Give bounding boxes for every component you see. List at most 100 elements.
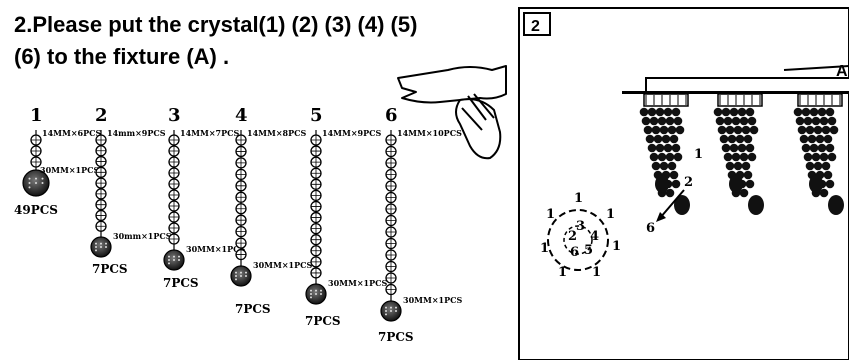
bead-facet <box>311 212 321 223</box>
drop-facet-dot <box>385 313 387 316</box>
bead-facet <box>311 146 321 157</box>
bead-facet <box>386 261 396 272</box>
hanging-bead <box>815 134 825 144</box>
hanging-bead <box>663 107 673 117</box>
hanging-bead <box>825 107 835 117</box>
hanging-bead <box>653 134 663 144</box>
hanging-bead <box>819 188 829 198</box>
drop-facet-dot <box>395 306 397 309</box>
hanging-bead <box>657 152 667 162</box>
drop-facet-dot <box>320 293 322 295</box>
hanging-bead <box>817 143 827 153</box>
hanging-bead <box>675 125 685 135</box>
drop-facet-dot <box>235 271 237 274</box>
step-badge <box>523 12 551 36</box>
bead-facet <box>311 201 321 212</box>
strand-number: 1 <box>30 105 43 126</box>
bead-facet <box>169 234 179 244</box>
hand-icon <box>397 65 507 160</box>
drop-facet-dot <box>390 306 392 309</box>
hanging-bead <box>657 116 667 126</box>
fixture-leader-line <box>783 65 849 71</box>
hanging-bead <box>663 143 673 153</box>
hanging-bead <box>821 161 831 171</box>
cluster-ring-mount <box>643 93 689 107</box>
hanging-bead <box>809 143 819 153</box>
hanging-bead <box>671 179 681 189</box>
hanging-bead <box>739 188 749 198</box>
strand-number: 3 <box>168 105 181 126</box>
bead-facet <box>96 178 106 189</box>
drop-facet-dot <box>28 186 31 189</box>
drop-facet-dot <box>240 275 242 277</box>
bead-facet <box>386 135 396 145</box>
drop-facet-dot <box>178 259 180 261</box>
hanging-bead <box>819 152 829 162</box>
hanging-bead <box>747 152 757 162</box>
hanging-bead <box>649 116 659 126</box>
bead-facet <box>236 192 246 203</box>
drop-facet-dot <box>235 275 237 277</box>
callout-arrow <box>659 189 685 219</box>
hanging-bead <box>735 134 745 144</box>
drop-facet-dot <box>385 306 387 309</box>
bead-facet <box>169 190 179 200</box>
strand-number: 2 <box>95 105 108 126</box>
bead-facet <box>236 249 246 260</box>
quantity-label: 7PCS <box>163 276 199 290</box>
bead-facet <box>386 227 396 237</box>
hanging-bead <box>731 152 741 162</box>
bead-facet <box>311 267 321 278</box>
spec-top-label: 14MM×7PCS <box>180 128 239 138</box>
bead-facet <box>96 167 106 178</box>
bead-facet <box>169 168 179 178</box>
spec-bottom-label: 30mm×1PCS <box>113 231 172 241</box>
quantity-label: 7PCS <box>378 330 414 344</box>
hanging-bead <box>793 107 803 117</box>
hanging-bead <box>825 179 835 189</box>
bead-facet <box>31 135 41 145</box>
hanging-bead <box>651 161 661 171</box>
bead-facet <box>386 284 396 295</box>
crystal-cluster-1 <box>639 93 690 215</box>
crystal-strand-3: 3 14MM×7PCS 30MM×1PCS 7PCS <box>163 105 245 290</box>
hanging-bead <box>827 152 837 162</box>
bead-facet <box>169 135 179 145</box>
hanging-bead <box>807 134 817 144</box>
bead-facet <box>311 135 321 145</box>
ring-outer-label: 1 <box>606 207 615 222</box>
drop-facet-dot <box>173 259 175 261</box>
callout-1: 1 <box>694 147 703 162</box>
hanging-bead <box>667 125 677 135</box>
hanging-bead <box>809 107 819 117</box>
hanging-bead <box>749 125 759 135</box>
ring-layout-inner <box>563 225 593 255</box>
drop-facet-dot <box>178 255 180 258</box>
hanging-bead <box>729 107 739 117</box>
bead-facet <box>311 179 321 190</box>
hanging-bead <box>643 125 653 135</box>
drop-facet-dot <box>385 310 387 312</box>
bead-facet <box>311 190 321 201</box>
drop-facet-dot <box>100 246 102 248</box>
drop-facet-dot <box>95 249 97 252</box>
hanging-bead <box>795 116 805 126</box>
hanging-drop <box>674 195 690 215</box>
bead-facet <box>236 203 246 214</box>
hanging-bead <box>813 161 823 171</box>
hanging-bead <box>803 152 813 162</box>
spec-bottom-label: 30MM×1PCS <box>403 295 462 305</box>
hanging-bead <box>799 134 809 144</box>
bead-facet <box>236 146 246 157</box>
hanging-bead <box>655 107 665 117</box>
hanging-bead <box>739 116 749 126</box>
spec-bottom-label: 30MM×1PCS <box>186 244 245 254</box>
crystal-cluster-3 <box>793 93 844 215</box>
hanging-bead <box>639 107 649 117</box>
bead-facet <box>386 204 396 214</box>
hanging-bead <box>805 125 815 135</box>
drop-facet-dot <box>105 246 107 248</box>
